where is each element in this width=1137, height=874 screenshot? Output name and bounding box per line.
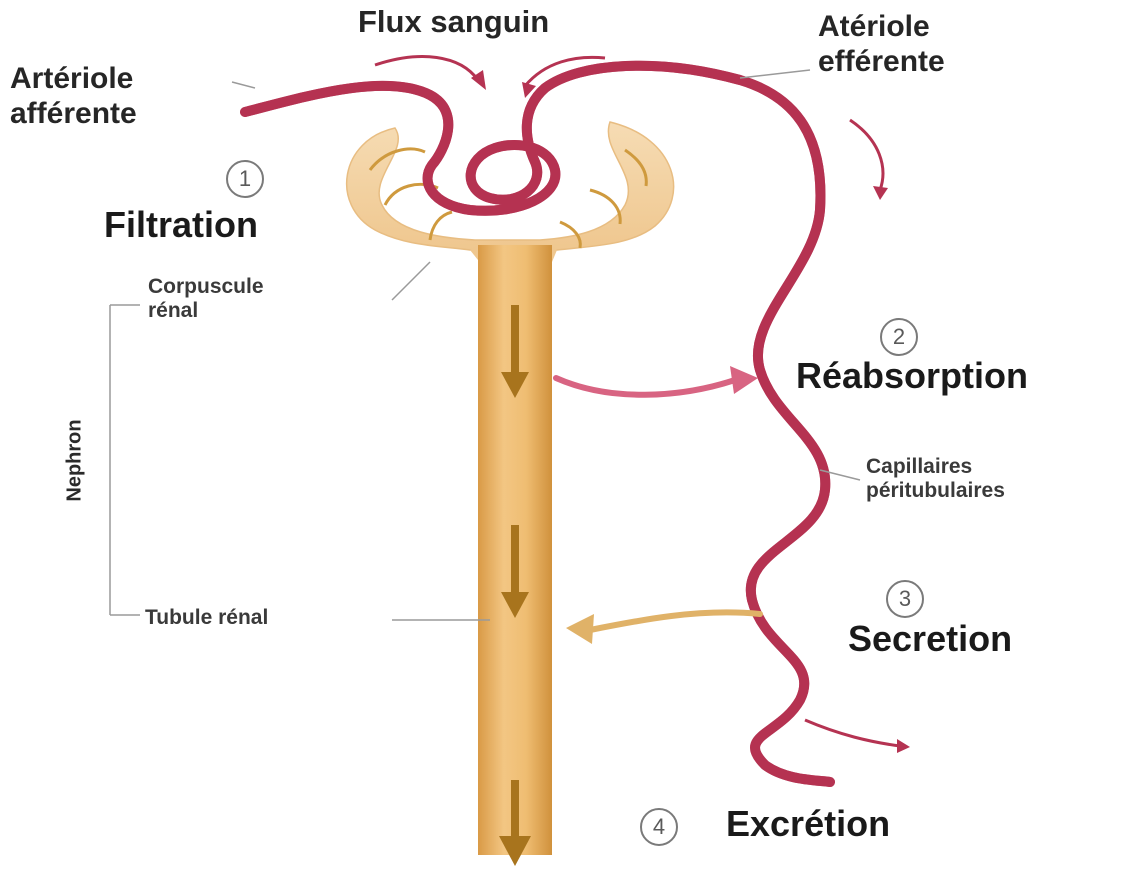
afferent-arteriole-label: Artériole afférente: [10, 62, 230, 131]
efferent-label-line1: Atériole: [818, 10, 1038, 45]
nephron-bracket: [110, 305, 140, 615]
afferent-label-line2: afférente: [10, 97, 230, 132]
secretion-arrow: [566, 612, 760, 644]
step-1-number: 1: [226, 160, 264, 198]
step-4-label: Excrétion: [726, 806, 890, 842]
step-3-label: Secretion: [848, 621, 1012, 657]
tubule-label: Tubule rénal: [145, 607, 268, 628]
step-2-number: 2: [880, 318, 918, 356]
step-3-number: 3: [886, 580, 924, 618]
renal-tubule: [470, 245, 557, 866]
afferent-label-line1: Artériole: [10, 62, 230, 97]
capillaires-label: Capillaires péritubulaires: [866, 455, 1106, 503]
efferent-arteriole-label: Atériole efférente: [818, 10, 1038, 79]
step-1-label: Filtration: [104, 207, 258, 243]
step-4-number: 4: [640, 808, 678, 846]
corpuscule-label-line2: rénal: [148, 299, 368, 323]
corpuscule-label-line1: Corpuscule: [148, 275, 368, 299]
nephron-label: Nephron: [64, 416, 87, 506]
flux-sanguin-label: Flux sanguin: [358, 6, 549, 37]
reabsorption-arrow: [556, 366, 758, 395]
efferent-label-line2: efférente: [818, 45, 1038, 80]
corpuscule-label: Corpuscule rénal: [148, 275, 368, 323]
capillaires-label-line2: péritubulaires: [866, 479, 1106, 503]
capillaires-label-line1: Capillaires: [866, 455, 1106, 479]
step-2-label: Réabsorption: [796, 358, 1028, 394]
